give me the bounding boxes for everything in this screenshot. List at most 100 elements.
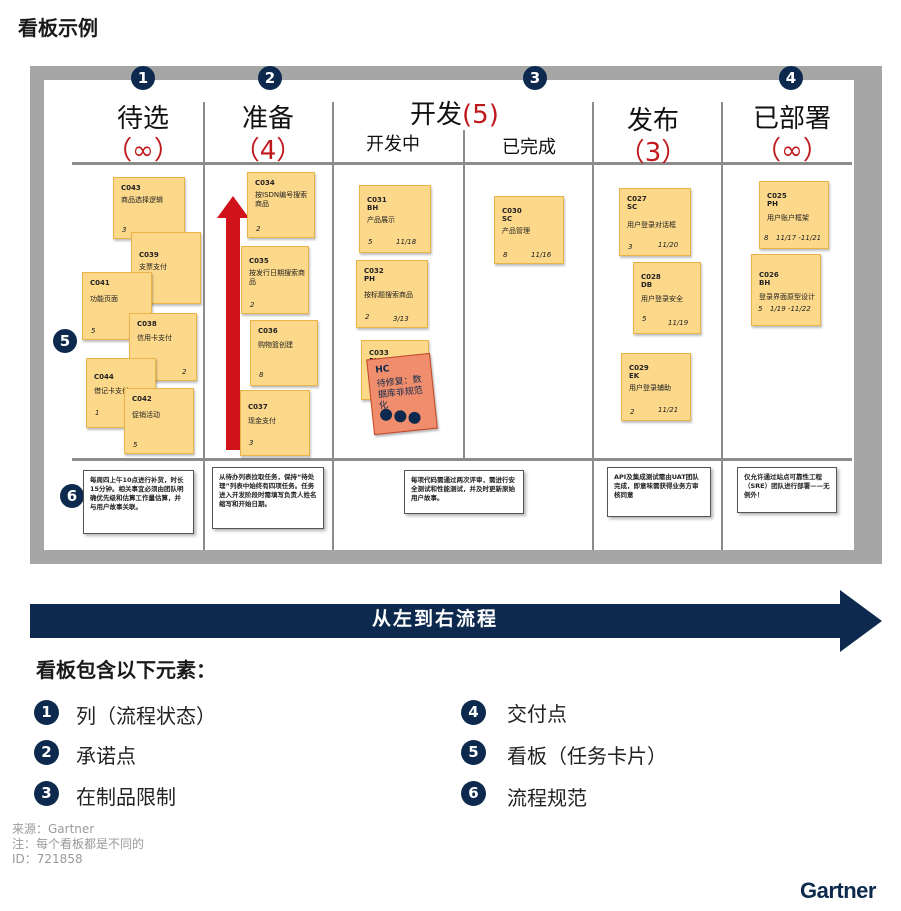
policy-note-release: API及集成测试需由UAT团队完成，即意味需获得业务方审核同意 <box>607 467 711 517</box>
card-id: C026 <box>759 271 779 279</box>
card-id: C030 <box>502 207 522 215</box>
column-marker-2: 2 <box>258 66 282 90</box>
header-divider <box>72 162 852 165</box>
task-card[interactable]: C035 按发行日期搜索商品 2 <box>241 246 309 314</box>
subcolumn-title-done: 已完成 <box>502 137 556 158</box>
task-card[interactable]: C028 DB 用户登录安全 5 11/19 <box>633 262 701 334</box>
legend-number: 3 <box>34 781 59 806</box>
blocker-text: 待修复：数据库非规范化 <box>376 374 424 412</box>
gartner-logo: Gartner <box>800 878 876 903</box>
card-id: C037 <box>248 403 268 411</box>
avatar-dot <box>379 408 393 422</box>
card-id: C035 <box>249 257 269 265</box>
column-marker-3: 3 <box>523 66 547 90</box>
task-card[interactable]: C030 SC 产品管理 8 11/16 <box>494 196 564 264</box>
task-card[interactable]: C029 EK 用户登录辅助 2 11/21 <box>621 353 691 421</box>
page-title: 看板示例 <box>18 16 98 40</box>
card-desc: 促销活动 <box>132 411 160 419</box>
card-desc: 购物篮创建 <box>258 341 293 349</box>
task-card[interactable]: C043 商品选择逻辑 3 <box>113 177 185 239</box>
card-desc: 现金支付 <box>248 417 276 425</box>
policy-note-backlog: 每周四上午10点进行补货，时长15分钟。相关事宜必须由团队明确优先级和估算工作量… <box>83 470 194 534</box>
card-id: C025 <box>767 192 787 200</box>
card-id: C042 <box>132 395 152 403</box>
legend-number: 5 <box>461 740 486 765</box>
card-date: 1/19 -11/22 <box>770 305 811 313</box>
card-desc: 按ISDN编号搜索商品 <box>255 191 308 208</box>
card-id: C027 <box>627 195 647 203</box>
wip-limit-deployed: （∞） <box>755 136 829 166</box>
policy-note-deployed: 仅允许通过站点可靠性工程（SRE）团队进行部署——无例外！ <box>737 467 837 513</box>
task-card[interactable]: C042 促销活动 5 <box>124 388 194 454</box>
column-title-deployed: 已部署 <box>752 104 831 134</box>
cards-marker: 5 <box>53 329 77 353</box>
card-id: C034 <box>255 179 275 187</box>
wip-limit-release: （3） <box>618 138 688 168</box>
card-estimate: 3 <box>122 226 127 234</box>
task-card[interactable]: C038 信用卡支付 2 <box>129 313 197 381</box>
card-estimate: 5 <box>133 441 138 449</box>
card-id: C029 <box>629 364 649 372</box>
column-title-dev-group: 开发(5) <box>410 94 499 131</box>
task-card[interactable]: C031 BH 产品展示 5 11/18 <box>359 185 431 253</box>
legend-title: 看板包含以下元素： <box>36 658 216 682</box>
wip-limit-ready: （4） <box>233 136 303 166</box>
column-title-ready: 准备 <box>241 104 294 134</box>
source-note: 来源：Gartner 注：每个看板都是不同的 ID：721858 <box>12 822 144 867</box>
card-estimate: 8 <box>503 251 508 259</box>
card-date: 11/21 <box>658 406 679 414</box>
card-date: 11/16 <box>531 251 552 259</box>
flow-arrow <box>30 590 882 652</box>
column-divider <box>203 102 205 550</box>
task-card[interactable]: C032 PH 按标题搜索商品 2 3/13 <box>356 260 428 328</box>
column-title-backlog: 待选 <box>116 104 169 134</box>
avatar-dot <box>407 411 422 425</box>
card-date: 3/13 <box>393 315 409 323</box>
column-divider <box>721 102 723 550</box>
card-estimate: 5 <box>758 305 763 313</box>
column-title-dev: 开发 <box>410 100 463 130</box>
card-owner: EK <box>629 372 640 380</box>
card-estimate: 3 <box>628 243 633 251</box>
card-id: C028 <box>641 273 661 281</box>
blocker-sticky[interactable]: HC 待修复：数据库非规范化 <box>366 352 438 436</box>
card-desc: 登录界面原型设计 <box>759 293 815 301</box>
blocker-owner: HC <box>374 364 390 376</box>
task-card[interactable]: C027 SC 用户登录对话框 3 11/20 <box>619 188 691 256</box>
card-owner: SC <box>627 203 638 211</box>
legend-number: 6 <box>461 781 486 806</box>
legend-item: 承诺点 <box>76 744 136 768</box>
legend-number: 1 <box>34 700 59 725</box>
card-estimate: 2 <box>630 408 635 416</box>
card-estimate: 3 <box>249 439 254 447</box>
card-date: 11/20 <box>658 241 679 249</box>
card-desc: 用户账户框架 <box>767 214 809 222</box>
note-line: 注：每个看板都是不同的 <box>12 837 145 851</box>
task-card[interactable]: C036 购物篮创建 8 <box>250 320 318 386</box>
policy-divider <box>72 458 852 461</box>
legend-number: 2 <box>34 740 59 765</box>
task-card[interactable]: C026 BH 登录界面原型设计 5 1/19 -11/22 <box>751 254 821 326</box>
card-id: C031 <box>367 196 387 204</box>
card-desc: 按标题搜索商品 <box>364 291 413 299</box>
legend-number: 4 <box>461 700 486 725</box>
legend-item: 交付点 <box>507 702 567 726</box>
card-desc: 用户登录辅助 <box>629 384 671 392</box>
wip-limit-backlog: （∞） <box>106 136 180 166</box>
policy-note-dev: 每项代码需通过两次评审，需进行安全测试和性能测试，并及时更新原始用户故事。 <box>404 470 524 514</box>
legend-item: 看板（任务卡片） <box>507 744 667 768</box>
card-id: C036 <box>258 327 278 335</box>
flow-label: 从左到右流程 <box>371 608 498 630</box>
avatar-dot <box>393 409 407 423</box>
card-desc: 产品展示 <box>367 216 395 224</box>
subcolumn-title-in-progress: 开发中 <box>366 134 420 155</box>
legend-item: 流程规范 <box>507 786 587 810</box>
task-card[interactable]: C034 按ISDN编号搜索商品 2 <box>247 172 315 238</box>
task-card[interactable]: C037 现金支付 3 <box>240 390 310 456</box>
task-card[interactable]: C025 PH 用户账户框架 8 11/17 -11/21 <box>759 181 829 249</box>
column-marker-4: 4 <box>779 66 803 90</box>
id-line: ID：721858 <box>12 852 83 866</box>
card-estimate: 2 <box>182 368 187 376</box>
card-desc: 信用卡支付 <box>137 334 172 342</box>
column-divider <box>332 102 334 550</box>
